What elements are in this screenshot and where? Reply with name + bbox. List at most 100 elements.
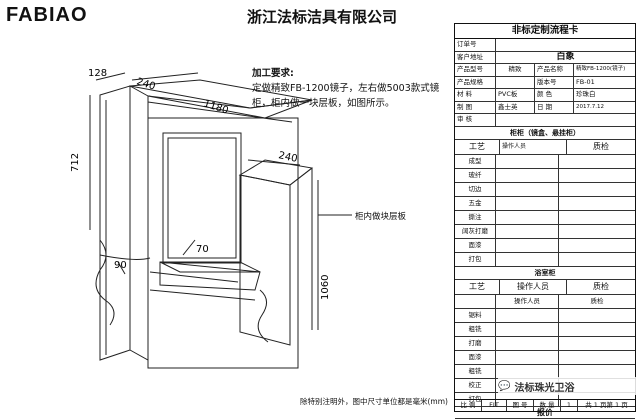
dim-90: 90 [114, 260, 127, 271]
quality-cell [559, 253, 635, 266]
version-value: FB-01 [576, 77, 595, 86]
process-list-1: 成型玻纤切边五金撕注阔灰打磨面漆打包 [455, 154, 635, 267]
process-name: 成型 [455, 154, 496, 168]
order-no-label: 订单号 [455, 39, 496, 51]
row-spec: 产品规格 版本号 FB-01 [455, 76, 635, 89]
quality-cell [559, 239, 635, 252]
product-name-label: 产品名称 [535, 64, 574, 76]
operator-cell [496, 364, 559, 378]
process-name: 切边 [455, 182, 496, 196]
dim-712: 712 [70, 153, 81, 172]
spec-value [496, 76, 535, 88]
quality-cell [559, 183, 635, 196]
process-name: 粗铣 [455, 364, 496, 378]
inner-shelf-label: 柜内做块层板 [355, 212, 407, 222]
operator-cell [496, 154, 559, 168]
dim-1180: 1180 [202, 98, 230, 116]
quality-cell [559, 155, 635, 168]
process-name: 校正 [455, 378, 496, 392]
customer-label: 客户地址 [455, 51, 496, 63]
date-value: 2017.7.12 [576, 103, 604, 110]
process-name: 面漆 [455, 238, 496, 252]
process-row: 打包 [455, 252, 635, 267]
row-order-no: 订单号 [455, 39, 635, 52]
processing-requirement: 加工要求: 定做精致FB-1200镜子，左右做5003款式镜柜，柜内做一块层板，… [252, 66, 452, 111]
drawing-value: 鑫士英 [496, 101, 535, 113]
process-row: 成型 [455, 154, 635, 169]
operator-cell [496, 210, 559, 224]
sub-operator: 操作人员 [496, 294, 559, 308]
note-body: 定做精致FB-1200镜子，左右做5003款式镜柜，柜内做一块层板，如图所示。 [252, 83, 440, 109]
operator-cell [496, 196, 559, 210]
footer-cell: 数 量 [534, 400, 561, 411]
material-label: 材 料 [455, 89, 496, 101]
color-label: 颜 色 [535, 89, 574, 101]
quality-cell [559, 323, 635, 336]
footer-cell: 比 例 [455, 400, 482, 411]
dim-1060: 1060 [320, 275, 331, 300]
section-cabinet: 柜柜（镜盒、悬挂柜） [455, 127, 635, 140]
process-row: 面漆 [455, 238, 635, 253]
quality-cell [559, 225, 635, 238]
operator-cell [496, 168, 559, 182]
footer-cell: 共 1 页第 1 页 [585, 401, 628, 409]
footer-cell: 1 [561, 400, 578, 411]
quality-cell [559, 211, 635, 224]
watermark-text: 法标珠光卫浴 [514, 382, 575, 394]
footer-cell: FIT [482, 400, 507, 411]
wechat-icon: 💬 [498, 380, 511, 392]
col-operator-2: 操作人员 [500, 279, 567, 294]
operator-cell [496, 336, 559, 350]
process-name: 粗铣 [455, 322, 496, 336]
order-no-value [496, 39, 635, 51]
quality-cell [559, 169, 635, 182]
product-no-label: 产品型号 [455, 64, 496, 76]
process-row: 撕注 [455, 210, 635, 225]
drawing-label: 制 图 [455, 101, 496, 113]
customer-value: 白象 [556, 51, 575, 62]
row-material: 材 料 PVC板 颜 色 珍珠白 [455, 89, 635, 102]
wechat-watermark: 💬 法标珠光卫浴 [498, 377, 638, 395]
row-drawing: 制 图 鑫士英 日 期 2017.7.12 [455, 101, 635, 114]
col-process: 工艺 [455, 139, 500, 154]
process-name: 打磨 [455, 336, 496, 350]
col-process-2: 工艺 [455, 279, 500, 294]
process-name: 撕注 [455, 210, 496, 224]
review-value [496, 114, 635, 126]
date-label: 日 期 [535, 101, 574, 113]
section-bathroom-cabinet: 浴室柜 [455, 267, 635, 280]
process-name: 锯料 [455, 308, 496, 322]
col-quality-2: 质检 [593, 281, 609, 291]
col-operator: 操作人员 [500, 139, 567, 154]
note-title: 加工要求: [252, 68, 294, 79]
quality-cell [559, 309, 635, 322]
header-2: 工艺 操作人员 质检 [455, 279, 635, 295]
process-name: 面漆 [455, 350, 496, 364]
process-card: 非标定制流程卡 订单号 客户地址 白象 产品型号 精致 产品名称 精致FB-12… [454, 23, 636, 419]
version-label: 版本号 [535, 76, 574, 88]
dim-70: 70 [196, 244, 209, 255]
quality-cell [559, 365, 635, 378]
process-row: 切边 [455, 182, 635, 197]
quality-cell [559, 337, 635, 350]
spec-label: 产品规格 [455, 76, 496, 88]
review-label: 审 核 [455, 114, 496, 126]
product-no-value: 精致 [496, 64, 535, 76]
subheader-blank [455, 294, 496, 308]
operator-cell [496, 252, 559, 266]
color-value: 珍珠白 [576, 90, 596, 98]
subheader-2: 操作人员 质检 [455, 294, 635, 309]
process-name: 五金 [455, 196, 496, 210]
sub-quality: 质检 [590, 296, 604, 305]
process-row: 五金 [455, 196, 635, 211]
card-title: 非标定制流程卡 [455, 24, 635, 39]
process-name: 玻纤 [455, 168, 496, 182]
operator-cell [496, 238, 559, 252]
operator-cell [496, 308, 559, 322]
process-name: 阔灰打磨 [455, 224, 496, 238]
footer-cell: 图 号 [507, 400, 534, 411]
product-name-value: 精致FB-1200(镜子) [576, 66, 626, 72]
row-customer: 客户地址 白象 [455, 51, 635, 64]
company-name: 浙江法标洁具有限公司 [247, 8, 398, 26]
